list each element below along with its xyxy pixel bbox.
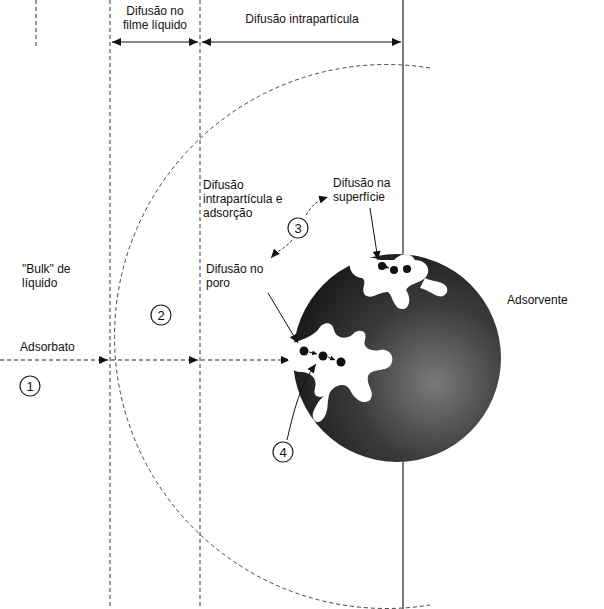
adsorbate-molecule: [319, 352, 328, 361]
pore: [420, 278, 447, 296]
branch-arrow: [306, 197, 328, 215]
adsorbate-molecule: [300, 347, 309, 356]
callout-ring: [273, 442, 293, 462]
molecule-step-arrow: [386, 267, 389, 268]
film-boundary-line: [110, 0, 111, 609]
material-label: Adsorvente: [507, 293, 597, 307]
species-label: Adsorbato: [20, 340, 100, 354]
stage-heading: Difusão no filme líquido: [112, 4, 198, 32]
callout-ring: [288, 218, 308, 238]
mechanism-label: Difusão na superfície: [333, 176, 399, 204]
adsorbate-molecule: [403, 265, 411, 273]
stage-heading: Difusão intrapartícula: [204, 12, 400, 26]
callout-circle: 1: [19, 375, 41, 397]
leader-arrow: [268, 293, 298, 343]
callout-number: 1: [26, 379, 33, 394]
leader-arrow: [287, 364, 316, 440]
callout-circle: 3: [287, 217, 309, 239]
pore: [288, 323, 393, 402]
span-arrow: [202, 42, 401, 43]
callout-ring: [151, 305, 171, 325]
pore: [350, 254, 429, 309]
callout-number: 2: [157, 308, 164, 323]
callout-circle: 4: [272, 441, 294, 463]
adsorbate-molecule: [378, 262, 386, 270]
branch-arrow: [271, 240, 292, 258]
molecule-step-arrow: [309, 352, 317, 354]
adsorbate-path: [0, 360, 108, 361]
adsorbent-particle: [293, 254, 501, 462]
boundary-line: [36, 0, 37, 48]
pore: [313, 392, 330, 422]
film-boundary-line: [200, 0, 201, 609]
mechanism-label: Difusão no poro: [206, 262, 268, 290]
molecule-step-arrow: [328, 357, 335, 360]
leader-arrow: [370, 208, 378, 260]
callout-ring: [20, 376, 40, 396]
adsorbate-molecule: [337, 358, 346, 367]
callout-number: 3: [294, 221, 301, 236]
span-arrow: [112, 42, 198, 43]
adsorbate-molecule: [390, 266, 398, 274]
callout-number: 4: [279, 445, 286, 460]
callout-circle: 2: [150, 304, 172, 326]
mechanism-label: Difusão intrapartícula e adsorção: [203, 178, 287, 220]
region-label: "Bulk" de líquido: [22, 262, 80, 290]
adsorbate-path: [111, 360, 198, 361]
adsorbate-path: [201, 360, 290, 361]
